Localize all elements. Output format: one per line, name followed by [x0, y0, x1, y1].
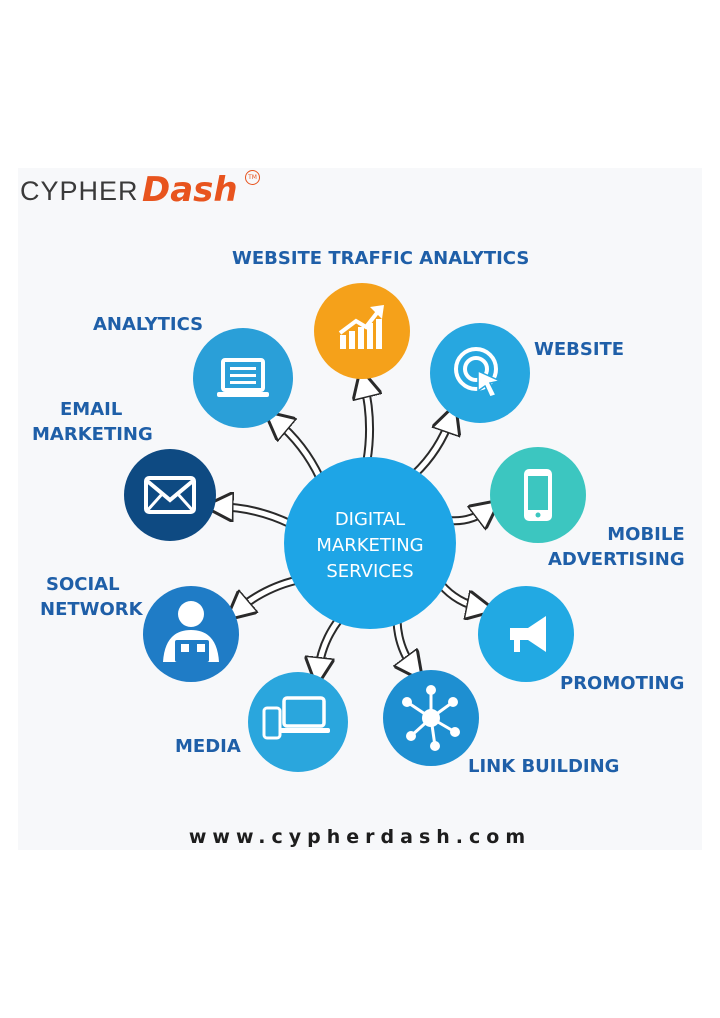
label-analytics: ANALYTICS — [93, 314, 204, 335]
label-link-building: LINK BUILDING — [468, 756, 620, 777]
arrow-analytics — [276, 421, 323, 481]
arrow-website-traffic-analytics — [364, 383, 370, 464]
center-line-3: SERVICES — [326, 561, 414, 582]
node-website — [430, 323, 530, 423]
arrow-social-network — [237, 577, 300, 610]
chart-up-icon — [338, 305, 384, 349]
logo-text-dash: Dash — [142, 170, 238, 210]
node-promoting — [478, 586, 574, 682]
target-cursor-icon — [454, 347, 503, 398]
connector-arrows — [219, 383, 488, 672]
node-media — [248, 672, 348, 772]
center-line-1: DIGITAL — [334, 509, 406, 530]
label-website: WEBSITE — [534, 339, 625, 360]
label-social-network: SOCIAL NETWORK — [40, 574, 143, 620]
trademark-badge: TM — [245, 170, 260, 185]
arrow-website — [412, 418, 451, 477]
network-hub-icon — [402, 685, 460, 751]
arrow-email-marketing — [219, 507, 293, 527]
megaphone-icon — [510, 616, 546, 652]
center-line-2: MARKETING — [316, 535, 424, 556]
label-email-marketing: EMAIL MARKETING — [32, 399, 153, 445]
node-circle-analytics — [193, 328, 293, 428]
devices-icon — [262, 696, 330, 740]
node-circle-email-marketing — [124, 449, 216, 541]
node-email-marketing — [124, 449, 216, 541]
center-circle — [284, 457, 456, 629]
center-hub — [284, 457, 456, 629]
node-link-building — [383, 670, 479, 766]
cypherdash-logo: CYPHER Dash TM — [18, 170, 268, 214]
logo-text-cypher: CYPHER — [20, 176, 139, 206]
node-mobile-advertising — [490, 447, 586, 543]
node-website-traffic-analytics — [314, 283, 410, 379]
center-label: DIGITAL MARKETING SERVICES — [300, 507, 440, 585]
website-url[interactable]: www.cypherdash.com — [188, 826, 532, 848]
arrow-link-building — [397, 617, 414, 668]
arrow-media — [318, 616, 342, 672]
label-website-traffic-analytics: WEBSITE TRAFFIC ANALYTICS — [232, 248, 530, 269]
service-nodes — [124, 283, 586, 772]
laptop-icon — [217, 358, 269, 397]
node-social-network — [143, 586, 239, 682]
node-analytics — [193, 328, 293, 428]
envelope-icon — [144, 476, 196, 514]
label-mobile-advertising: MOBILE ADVERTISING — [548, 524, 685, 570]
label-media: MEDIA — [175, 736, 241, 757]
label-promoting: PROMOTING — [560, 673, 685, 694]
smartphone-icon — [524, 469, 552, 521]
social-person-icon — [163, 601, 219, 662]
